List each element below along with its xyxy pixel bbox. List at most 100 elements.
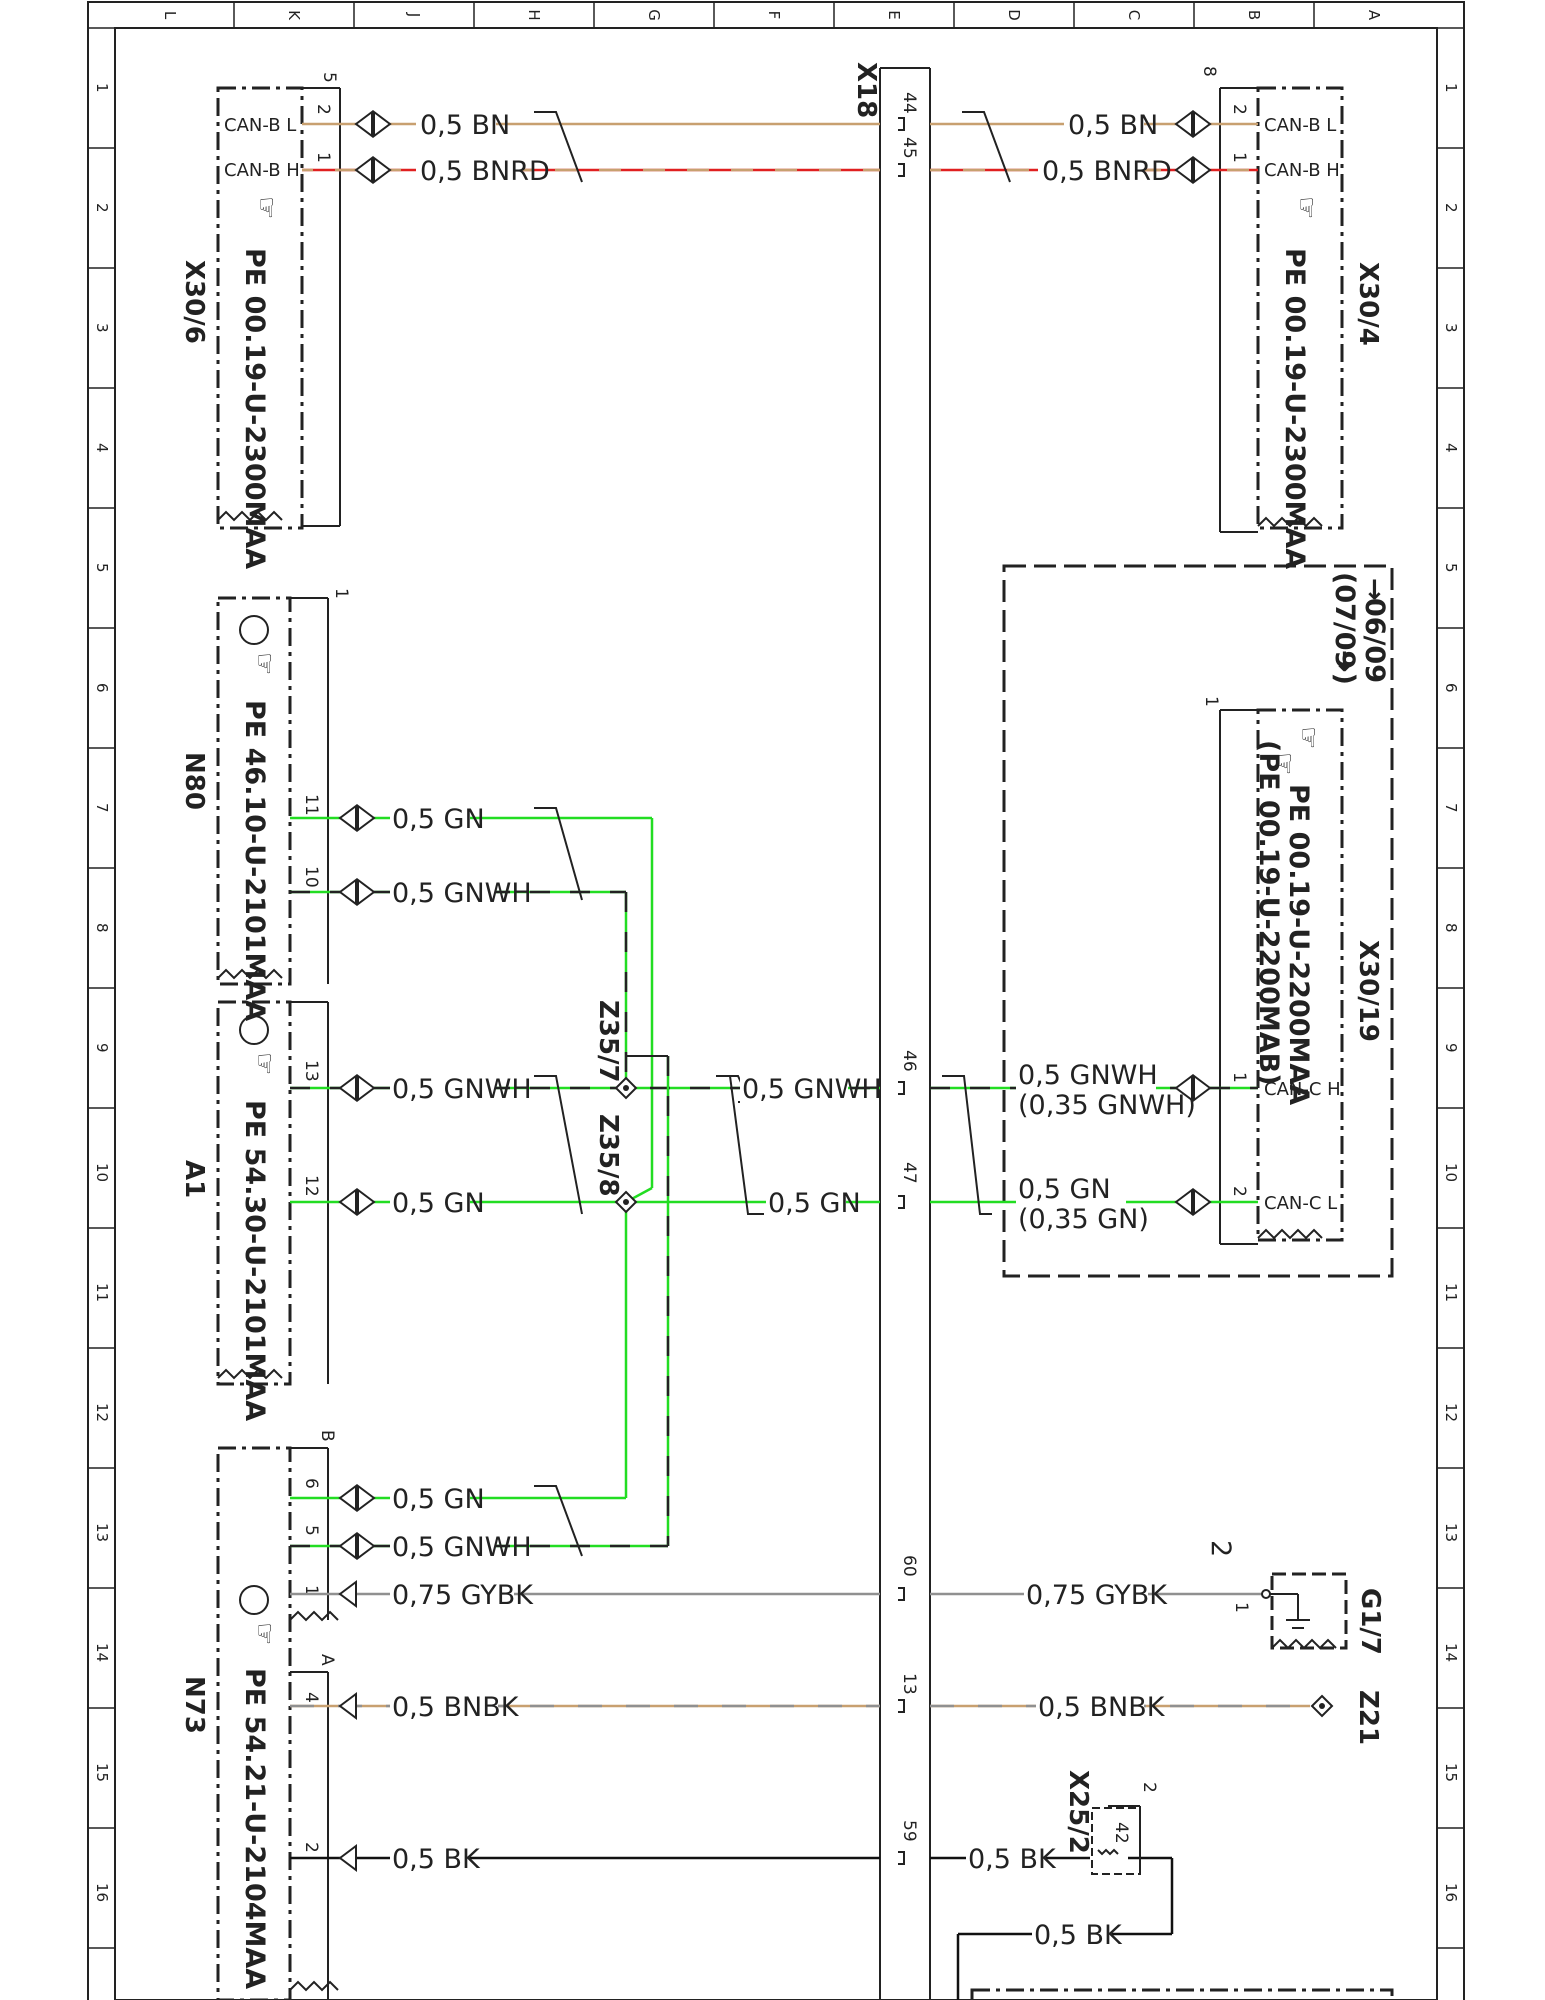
row-label: 13 <box>1442 1523 1460 1542</box>
row-label: 9 <box>1442 1043 1460 1053</box>
column-dividers <box>233 2 1315 28</box>
splice-z35-8-label: Z35/8 <box>593 1114 623 1197</box>
z21-label: Z21 <box>1353 1690 1383 1745</box>
x30-19-validity-to: (07/09 <box>1329 572 1360 669</box>
row-label: 1 <box>93 83 111 93</box>
row-label: 16 <box>1442 1883 1460 1902</box>
connector-x18-label: X18 <box>851 62 881 118</box>
wire-label: 0,5 GNWH <box>392 1074 532 1105</box>
x30-4-label: X30/4 <box>1353 262 1383 346</box>
wire-label: 0,5 GN <box>392 804 485 835</box>
x30-19-arrow: →) <box>1329 650 1360 685</box>
component-n80: 1 ☞ PE 46.10-U-2101MAA N80 11 10 <box>179 588 351 1021</box>
wire-label: 0,5 BNRD <box>420 156 550 187</box>
row-label: 2 <box>93 203 111 213</box>
n73-pin: 6 <box>301 1478 321 1489</box>
col-label: B <box>1245 10 1263 20</box>
wire-label-alt: (0,35 GN) <box>1018 1204 1149 1235</box>
x18-pin: 13 <box>899 1673 919 1695</box>
x25-2-pin: 42 <box>1111 1822 1131 1844</box>
wire-label-alt: (0,35 GNWH) <box>1018 1090 1196 1121</box>
x30-6-signal: CAN-B L <box>224 115 296 136</box>
row-label: 2 <box>1442 203 1460 213</box>
row-label: 11 <box>1442 1283 1460 1302</box>
row-label: 4 <box>93 443 111 453</box>
row-label: 7 <box>93 803 111 813</box>
splice-z35-7-label: Z35/7 <box>593 1000 623 1083</box>
x30-4-pin: 2 <box>1229 104 1249 115</box>
x30-19-tag: 1 <box>1201 696 1221 707</box>
x30-6-tag: 5 <box>319 72 339 83</box>
row-label: 9 <box>93 1043 111 1053</box>
col-label: H <box>525 9 543 20</box>
x30-4-pe-reference: PE 00.19-U-2300MAA <box>1279 248 1310 569</box>
can-c-wires: Z35/7 Z35/8 0,5 GN 0,5 GNWH 0,5 GNWH 0,5… <box>290 804 1258 1563</box>
row-labels: 1 1 2 2 3 3 4 4 5 5 6 6 7 7 8 8 9 9 10 1… <box>93 83 1460 1902</box>
col-label: G <box>645 9 663 21</box>
wire-label: 0,5 BN <box>420 110 510 141</box>
column-labels: L K J H G F E D C B A <box>161 9 1383 21</box>
a1-label: A1 <box>179 1160 209 1198</box>
row-label: 15 <box>93 1763 111 1782</box>
a1-pin: 13 <box>301 1060 321 1082</box>
g1-7-tag: 2 <box>1205 1540 1236 1557</box>
pin-connector-icon <box>354 110 1212 184</box>
row-label: 10 <box>1442 1163 1460 1182</box>
x30-6-pin: 1 <box>313 152 333 163</box>
wire-label: 0,5 GNWH <box>1018 1060 1158 1091</box>
col-label: D <box>1005 9 1023 21</box>
component-x25-2: X25/2 2 42 <box>1063 1770 1159 1875</box>
wire-label: 0,5 BNRD <box>1042 156 1172 187</box>
col-label: A <box>1365 10 1383 21</box>
drawing-frame: L K J H G F E D C B A <box>87 1 1465 2000</box>
x30-4-signal: CAN-B L <box>1264 115 1336 136</box>
wire-label: 0,75 GYBK <box>1026 1580 1168 1611</box>
row-label: 12 <box>1442 1403 1460 1422</box>
x30-6-label: X30/6 <box>179 260 209 344</box>
x18-terminals <box>898 117 905 1865</box>
x30-4-pin: 1 <box>1229 152 1249 163</box>
col-label: K <box>285 10 303 21</box>
row-label: 16 <box>93 1883 111 1902</box>
wire-label: 0,5 BNBK <box>1038 1692 1166 1723</box>
n80-label: N80 <box>179 752 209 810</box>
row-label: 14 <box>1442 1643 1460 1662</box>
n73-pin: 2 <box>301 1842 321 1853</box>
row-label: 5 <box>1442 563 1460 573</box>
x30-4-hand-icon: ☞ <box>1291 196 1321 219</box>
x25-2-label: X25/2 <box>1063 1770 1093 1854</box>
x18-pin: 46 <box>899 1050 919 1072</box>
row-label: 8 <box>93 923 111 933</box>
x30-19-pe-alt-reference: (PE 00.19-U-2200MAB) <box>1253 740 1284 1086</box>
col-label: J <box>405 12 423 17</box>
x30-19-hand-icon: ☞ <box>1269 752 1299 775</box>
wire-label: 0,5 GN <box>392 1188 485 1219</box>
n73-label: N73 <box>179 1676 209 1734</box>
plug-arrow-icon <box>338 1580 357 1872</box>
x18-pin: 59 <box>899 1820 919 1842</box>
col-label: L <box>161 11 179 20</box>
row-label: 13 <box>93 1523 111 1542</box>
component-g1-7: G1/7 2 1 <box>1205 1540 1385 1655</box>
row-label: 6 <box>93 683 111 693</box>
x30-6-pe-reference: PE 00.19-U-2300MAA <box>239 248 270 569</box>
row-label: 8 <box>1442 923 1460 933</box>
transistor-icon <box>239 1015 269 1045</box>
component-x30-4: 8 CAN-B L CAN-B H 2 1 PE 00.19-U-2300MAA… <box>1199 66 1383 569</box>
component-n73: B A ☞ PE 54.21-U-2104MAA N73 6 5 1 4 2 <box>179 1430 339 2000</box>
row-dividers <box>88 147 1464 1949</box>
n80-pin: 11 <box>301 794 321 816</box>
n80-pin: 10 <box>301 866 321 888</box>
x30-19-validity-from: 06/09 <box>1359 598 1390 683</box>
col-label: F <box>765 11 783 20</box>
row-label: 14 <box>93 1643 111 1662</box>
n73-pin: 4 <box>301 1692 321 1703</box>
x30-19-hand-icon: ☞ <box>1293 726 1323 749</box>
connector-x18: X18 44 45 46 47 60 13 59 <box>851 62 931 2000</box>
row-label: 6 <box>1442 683 1460 693</box>
row-label: 7 <box>1442 803 1460 813</box>
pin-connector-icon <box>338 804 1212 1560</box>
x30-19-label: X30/19 <box>1353 940 1383 1042</box>
x18-pin: 47 <box>899 1162 919 1184</box>
